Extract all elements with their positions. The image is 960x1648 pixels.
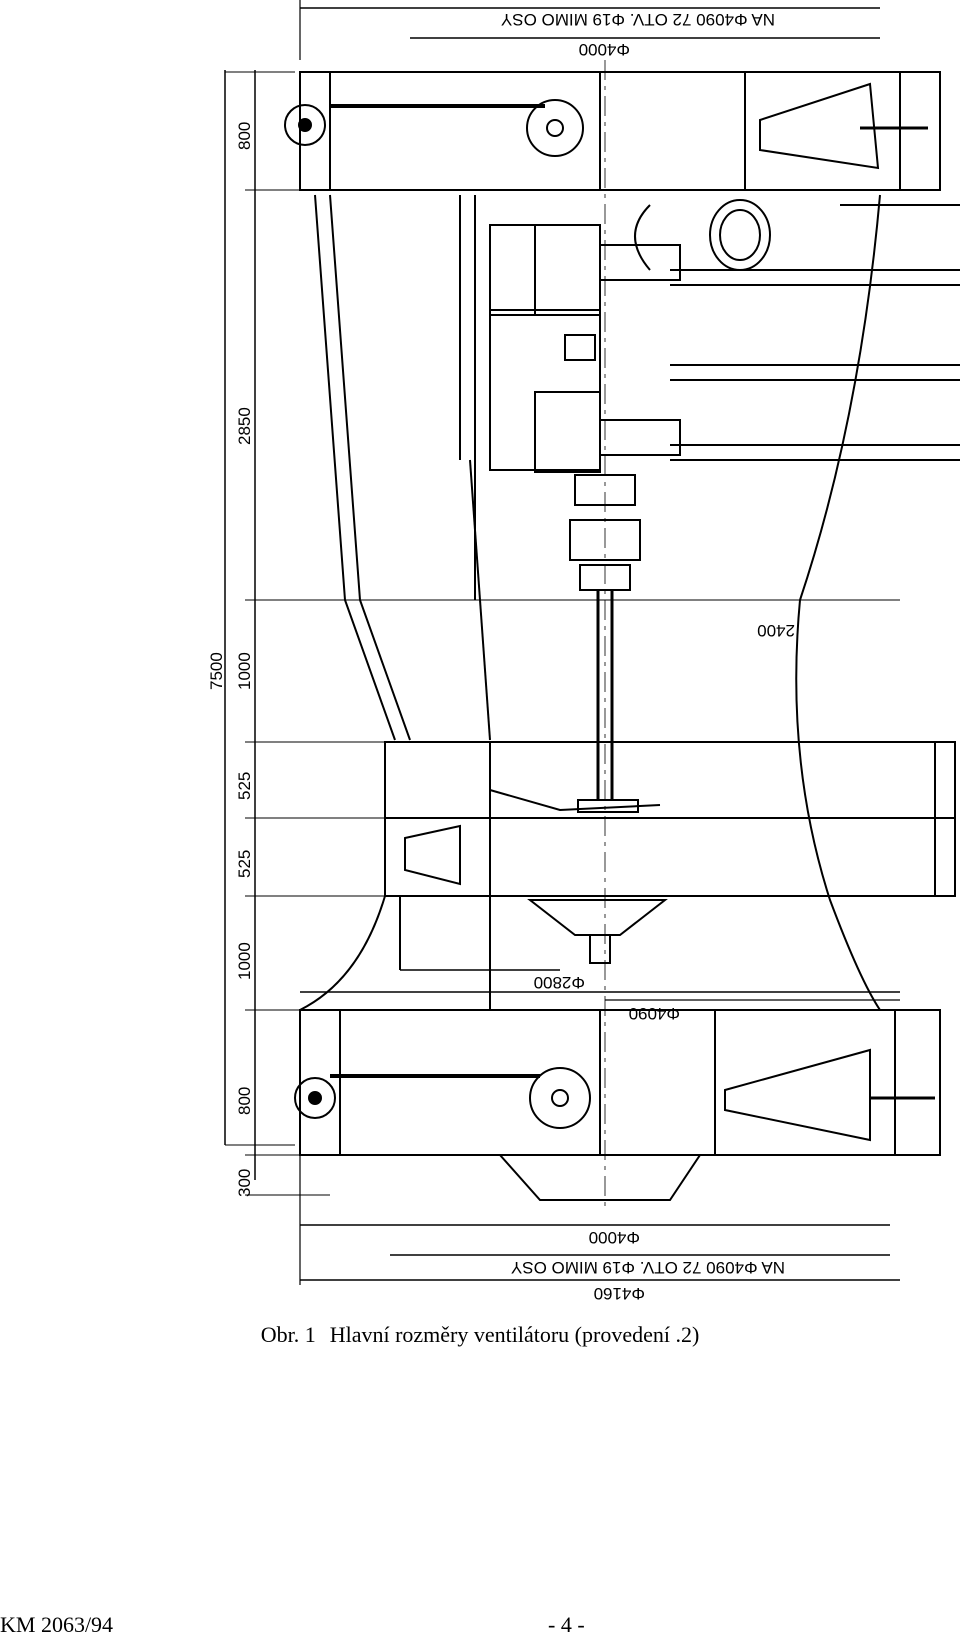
dim-base: 300 xyxy=(235,1169,254,1197)
dim-total: 7500 xyxy=(207,652,226,690)
fan-dimension-drawing: 7500 800 2850 1000 525 525 1000 800 300 … xyxy=(207,0,960,1300)
dim-section-b: 525 xyxy=(235,850,254,878)
dim-outer-diameter: Φ4160 xyxy=(594,1284,645,1300)
caption-text: Hlavní rozměry ventilátoru (provedení .2… xyxy=(329,1322,700,1347)
dim-section-a: 525 xyxy=(235,772,254,800)
dim-inner-width: 2400 xyxy=(757,621,795,640)
dim-top-box: 800 xyxy=(235,122,254,150)
dim-top-diameter: Φ4000 xyxy=(579,40,630,59)
dim-hub-diameter: Φ2800 xyxy=(534,973,585,992)
dim-bottom-diameter: Φ4000 xyxy=(589,1228,640,1247)
dim-bottom-holes: NA Φ4090 72 OTV. Φ19 MIMO OSY xyxy=(511,1258,785,1277)
dim-mid-section: 1000 xyxy=(235,652,254,690)
dim-lower-diameter: Φ4090 xyxy=(629,1004,680,1023)
figure-caption: Obr. 1 Hlavní rozměry ventilátoru (proved… xyxy=(0,1322,960,1348)
dim-top-holes: NA Φ4090 72 OTV. Φ19 MIMO OSY xyxy=(501,10,775,29)
dim-upper-section: 2850 xyxy=(235,407,254,445)
dim-lower-section: 1000 xyxy=(235,942,254,980)
document-id: KM 2063/94 xyxy=(0,1612,114,1637)
dim-bottom-box: 800 xyxy=(235,1087,254,1115)
page-number: - 4 - xyxy=(548,1612,585,1637)
technical-drawing: 7500 800 2850 1000 525 525 1000 800 300 … xyxy=(207,0,960,1300)
caption-label: Obr. 1 xyxy=(260,1322,316,1347)
